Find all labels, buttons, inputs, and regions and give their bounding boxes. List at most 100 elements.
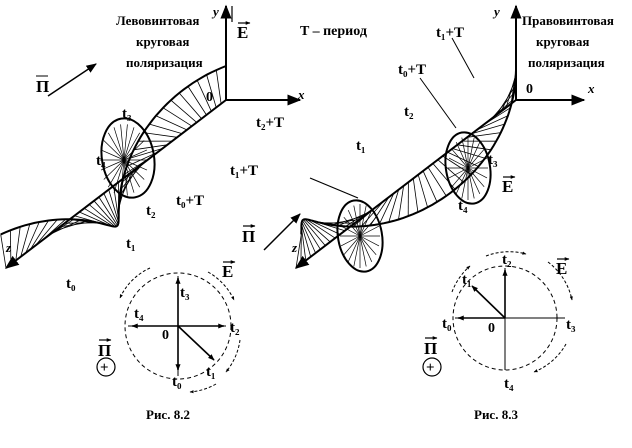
- left-label-t3: t₃: [122, 106, 132, 122]
- helix-field-vector: [304, 219, 331, 243]
- right-circle-P: П: [424, 339, 437, 358]
- right-section-ray: [467, 167, 475, 199]
- left-circle-origin: 0: [162, 328, 169, 343]
- right-section-ellipse: [444, 131, 492, 205]
- left-section-ray: [107, 132, 125, 161]
- right-section-ray: [467, 167, 485, 188]
- helix-field-vector: [295, 234, 302, 269]
- left-axis-y-label: y: [211, 4, 219, 19]
- left-section-ray: [103, 159, 125, 180]
- helix-field-vector: [44, 219, 74, 239]
- right-label-t4: t₄: [458, 198, 468, 214]
- left-figure: Левовинтовая круговая поляризация y x z …: [0, 4, 305, 422]
- left-rotation-arrow-right: [225, 339, 241, 373]
- left-label-t0: t₀: [66, 276, 76, 292]
- left-section-ray: [100, 149, 125, 161]
- helix-field-vector: [149, 123, 183, 134]
- left-circle-t1: t₁: [206, 364, 216, 380]
- left-E-label: E: [237, 23, 248, 42]
- right-lower-section-ray: [343, 216, 361, 237]
- left-circle-t3: t₃: [180, 285, 190, 301]
- left-circle-P: П: [98, 341, 111, 360]
- right-plus-sign: +: [426, 360, 435, 376]
- right-circle-diagram: 0 t₀ t₁ t₂ t₃ t₄ E П +: [422, 251, 576, 392]
- helix-field-vector: [83, 207, 114, 227]
- right-label-t3: t₃: [488, 152, 498, 168]
- helix-field-vector: [481, 107, 511, 127]
- helix-curve: [300, 66, 517, 235]
- helix-field-vector: [398, 185, 404, 220]
- left-section-ray: [123, 127, 135, 161]
- right-title-line-3: поляризация: [528, 55, 605, 70]
- helix-field-vector: [471, 123, 505, 134]
- helix-field-vector: [155, 115, 188, 131]
- right-plus-circle: [422, 357, 442, 377]
- right-rotation-arrow-top: [485, 251, 527, 257]
- right-section-ray: [451, 167, 469, 188]
- right-section-ellipse-lower: [336, 199, 384, 273]
- left-section-ray: [123, 159, 135, 193]
- right-incoming-line: [309, 177, 359, 199]
- helix-field-vector: [103, 193, 119, 225]
- right-section-ray: [455, 167, 469, 195]
- left-label-t2T: t₂+T: [256, 115, 284, 131]
- right-rotation-arrow-left: [451, 265, 471, 293]
- helix-field-vector: [108, 189, 119, 223]
- right-axis-y-label: y: [492, 4, 500, 19]
- right-lower-section-ray: [340, 235, 361, 247]
- right-origin-label: 0: [526, 82, 533, 97]
- right-circle-t2: t₂: [502, 252, 512, 268]
- left-section-ray: [100, 159, 125, 171]
- helix-field-vector: [54, 220, 88, 232]
- right-rotation-arrow-right: [547, 261, 573, 301]
- helix-field-vector: [123, 155, 153, 175]
- right-lower-section-ray: [359, 235, 373, 263]
- helix-field-vector: [457, 144, 492, 151]
- right-P-label: П: [242, 227, 255, 246]
- right-lower-section-ray: [359, 225, 380, 237]
- right-vec-t1: [471, 285, 506, 319]
- helix-field-vector: [98, 196, 118, 226]
- left-circle-E: E: [222, 262, 233, 281]
- left-label-t0T: t₀+T: [176, 193, 204, 209]
- right-t0T-pointer: [419, 77, 457, 129]
- right-section-ray: [455, 141, 469, 169]
- helix-field-vector: [422, 170, 438, 203]
- helix-field-vector: [452, 148, 486, 159]
- helix-field-vector: [417, 174, 428, 208]
- right-section-ray: [461, 137, 469, 169]
- left-rotation-arrow-top: [119, 267, 151, 299]
- left-title-line-1: Левовинтовая: [116, 13, 199, 28]
- left-title-line-2: круговая: [136, 34, 189, 49]
- right-section-ray: [451, 148, 469, 169]
- helix-field-vector: [170, 99, 197, 123]
- left-caption: Рис. 8.2: [146, 407, 190, 422]
- left-label-t4: t₄: [96, 153, 106, 169]
- left-section-rays: [100, 124, 148, 196]
- left-circle-t2: t₂: [230, 320, 240, 336]
- left-helix: [0, 65, 227, 269]
- helix-field-vector: [126, 151, 158, 167]
- right-lower-section-ray: [359, 216, 377, 237]
- left-section-ray: [120, 124, 125, 161]
- left-section-ray: [123, 159, 128, 196]
- right-t1T-pointer: [451, 37, 475, 79]
- right-section-ray: [448, 167, 469, 179]
- right-helix: [295, 66, 517, 269]
- right-section-ray: [467, 167, 481, 195]
- right-label-t1: t₁: [356, 138, 366, 154]
- helix-field-vector: [467, 132, 501, 138]
- helix-field-vector: [162, 107, 193, 127]
- helix-field-vector: [178, 92, 202, 119]
- left-circle-diagram: 0 t₀ t₁ t₂ t₃ t₄ E П +: [96, 260, 241, 394]
- helix-field-vector: [30, 220, 49, 250]
- left-section-ray: [123, 159, 145, 180]
- right-rotation-arrow-bottom: [533, 343, 567, 373]
- helix-field-vector: [0, 234, 7, 269]
- right-section-ray: [461, 167, 469, 199]
- helix-field-vector: [15, 226, 21, 261]
- right-section-ray: [448, 157, 469, 169]
- right-lower-section-ray: [340, 225, 361, 237]
- left-section-ellipse: [100, 117, 156, 199]
- right-axis-z-label: z: [291, 240, 298, 255]
